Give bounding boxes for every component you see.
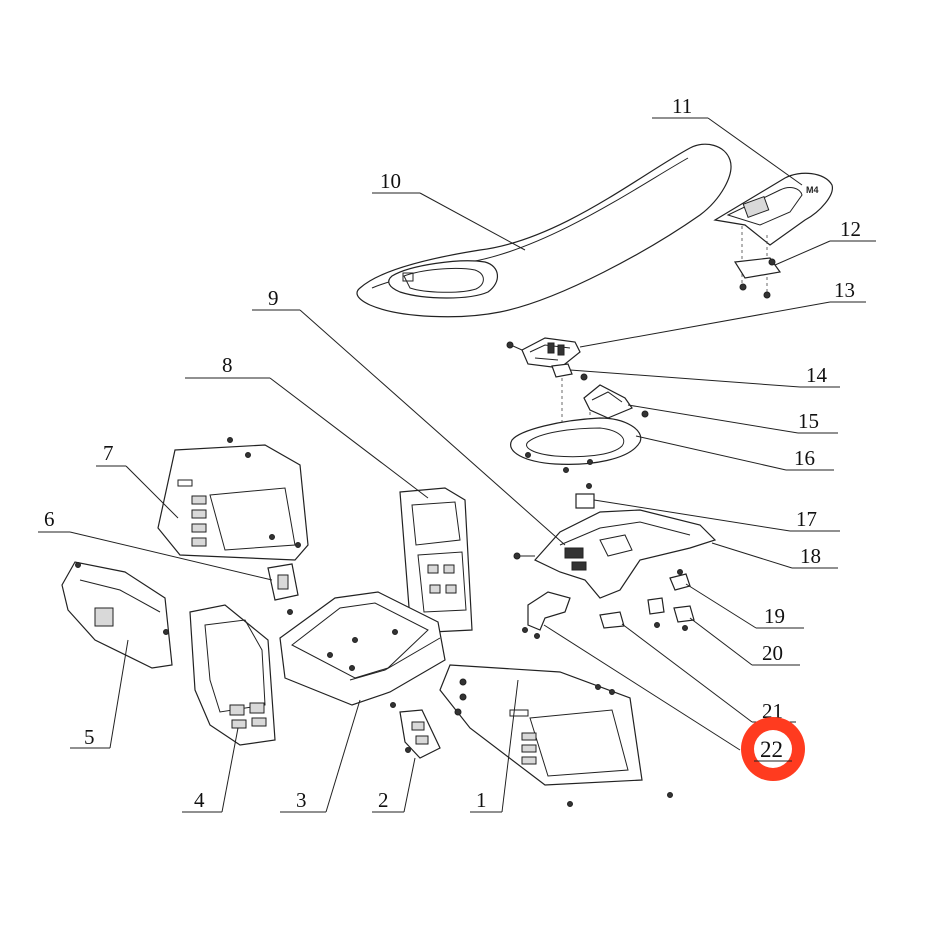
callout-21: 21	[762, 699, 783, 723]
callout-1: 1	[476, 788, 487, 812]
latch-top-part[interactable]	[506, 337, 581, 369]
hook-bracket-part-22[interactable]	[522, 591, 571, 639]
callout-6: 6	[44, 507, 55, 531]
callout-10: 10	[380, 169, 401, 193]
callout-11: 11	[672, 94, 692, 118]
callout-17: 17	[796, 507, 817, 531]
callout-5: 5	[84, 725, 95, 749]
cushion-part-21[interactable]	[599, 611, 625, 629]
callout-14: 14	[806, 363, 828, 387]
right-panel-part[interactable]	[439, 664, 673, 807]
callout-12: 12	[840, 217, 861, 241]
callout-3: 3	[296, 788, 307, 812]
block-part[interactable]	[575, 483, 595, 509]
spacer-part-20[interactable]	[647, 597, 695, 631]
rear-cover-part[interactable]: M4	[713, 172, 833, 292]
battery-box-part[interactable]	[279, 591, 446, 706]
small-bracket-part[interactable]	[390, 702, 441, 759]
leader-lines	[38, 117, 876, 813]
left-box-part[interactable]	[61, 561, 173, 669]
callout-19: 19	[764, 604, 785, 628]
connector-part[interactable]	[267, 563, 299, 615]
callout-8: 8	[222, 353, 233, 377]
left-panel-part[interactable]	[157, 437, 309, 561]
callout-9: 9	[268, 286, 279, 310]
callout-labels: 10 11 12 13 14 15 16 17 18 19 20 21 9 8 …	[44, 94, 861, 812]
callout-20: 20	[762, 641, 783, 665]
upright-panel-part[interactable]	[399, 487, 473, 633]
bracket-part[interactable]	[733, 257, 782, 299]
seat-logo-text: M4	[806, 185, 819, 195]
callout-4: 4	[194, 788, 205, 812]
lever-part[interactable]	[583, 384, 649, 455]
callout-7: 7	[103, 441, 114, 465]
callout-2: 2	[378, 788, 389, 812]
callout-16: 16	[794, 446, 815, 470]
nut-part-19[interactable]	[669, 569, 691, 591]
callout-18: 18	[800, 544, 821, 568]
highlight-callout-22[interactable]: 22	[741, 717, 805, 781]
callout-22: 22	[760, 737, 783, 762]
tall-tray-part[interactable]	[189, 604, 276, 746]
seat-part[interactable]	[356, 143, 732, 318]
callout-13: 13	[834, 278, 855, 302]
callout-15: 15	[798, 409, 819, 433]
rear-frame-part[interactable]	[513, 509, 717, 599]
hatch-frame-part[interactable]	[510, 417, 642, 473]
